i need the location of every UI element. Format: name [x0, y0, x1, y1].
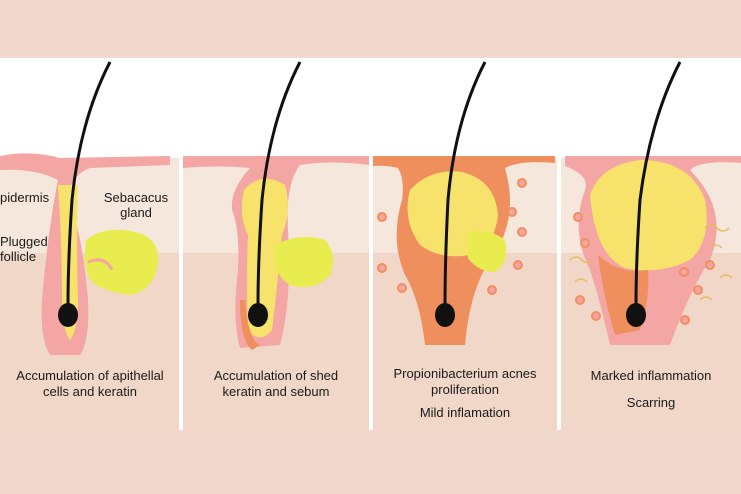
caption-panel-2-line2: keratin and sebum [222, 384, 330, 399]
skin-surface-panel-1 [0, 153, 170, 355]
caption-panel-4-line2: Scarring [626, 395, 676, 410]
panel-3-graphic [372, 61, 555, 345]
hair-bulb-1 [58, 303, 78, 327]
hair-shaft-1 [66, 61, 112, 306]
caption-panel-1-line1: Accumulation of apithellal [16, 368, 164, 383]
panel-1-graphic [0, 61, 170, 355]
label-gland-line1: Sebacacus [103, 190, 169, 205]
panel-4-graphic [565, 61, 741, 345]
label-plugged-line1: Plugged [0, 234, 48, 249]
sebaceous-gland [84, 229, 159, 295]
top-white-band [0, 58, 741, 158]
panel-2-graphic [183, 61, 370, 350]
caption-panel-4-line1: Marked inflammation [590, 368, 712, 383]
scarring-fibers-4 [569, 224, 733, 301]
follicle-edge-2 [240, 300, 260, 350]
hair-bulb-3 [435, 303, 455, 327]
hair-shaft-2 [256, 61, 302, 306]
gland-duct [87, 258, 114, 271]
hair-bulb-4 [626, 303, 646, 327]
bacteria-dots-4 [573, 212, 715, 325]
hair-shaft-3 [443, 61, 487, 306]
divider-1 [179, 156, 183, 430]
caption-panel-3-line1: Propionibacterium acnes [393, 366, 537, 381]
divider-3 [557, 156, 561, 430]
caption-panel-3-line2: proliferation [431, 382, 499, 397]
hair-bulb-2 [248, 303, 268, 327]
divider-2 [369, 156, 373, 430]
sebaceous-gland-2 [274, 236, 334, 288]
caption-panel-2-line1: Accumulation of shed [213, 368, 339, 383]
label-gland-line2: gland [120, 205, 152, 220]
caption-panel-1-line2: cells and keratin [43, 384, 137, 399]
caption-panel-3-line3: Mild inflamation [419, 405, 511, 420]
keratin-sebum-plug [241, 178, 288, 338]
label-plugged-line2: follicle [0, 249, 37, 264]
label-epidermis: pidermis [0, 190, 50, 205]
infected-plug-4 [590, 160, 707, 271]
sebaceous-gland-3 [468, 231, 507, 272]
bacteria-dots-3 [377, 178, 527, 295]
bottom-band [0, 430, 741, 494]
hair-shaft-4 [634, 61, 682, 306]
